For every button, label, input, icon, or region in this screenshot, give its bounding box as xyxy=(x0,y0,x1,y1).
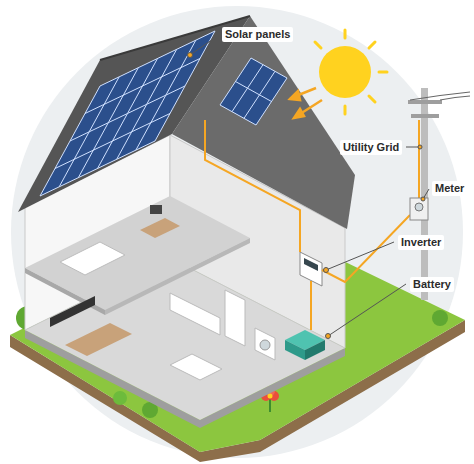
part-label: Solar panels xyxy=(222,27,293,42)
part-label: Battery xyxy=(410,277,454,292)
part-label: Utility Grid xyxy=(340,140,402,155)
part-label: Inverter xyxy=(398,235,444,250)
part-label: Meter xyxy=(432,181,467,196)
